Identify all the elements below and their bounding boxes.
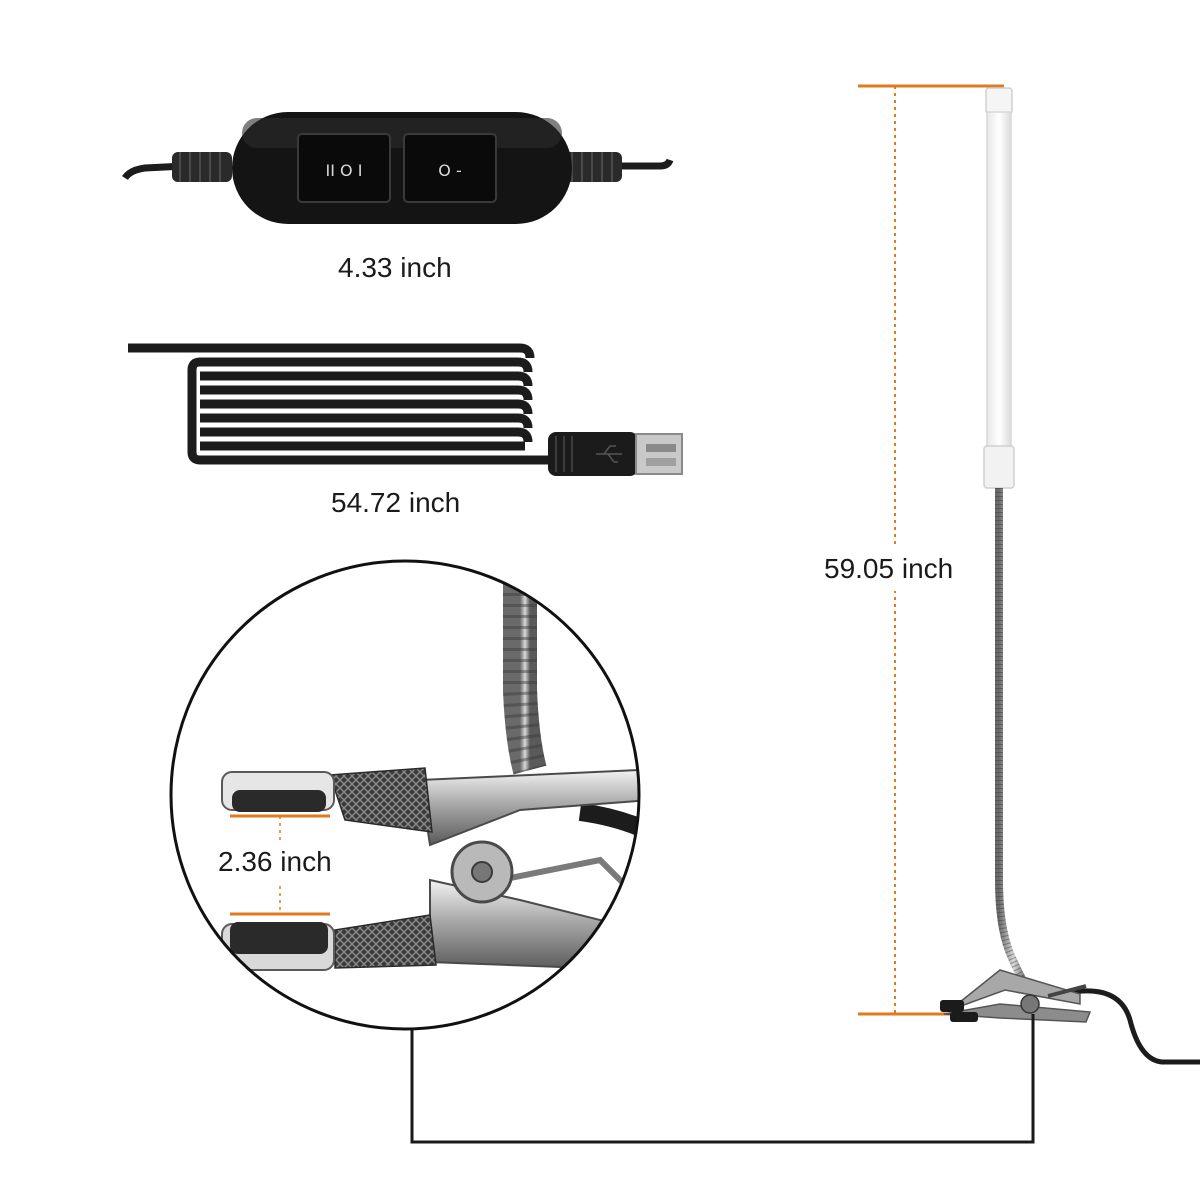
lamp-height-label: 59.05 inch bbox=[824, 553, 954, 584]
height-dimension-line bbox=[812, 84, 1004, 1016]
strain-relief-left bbox=[172, 152, 232, 182]
usb-plug-ribs bbox=[555, 436, 573, 472]
lamp-clip-upper-jaw bbox=[949, 969, 1081, 1011]
inset-circle-border bbox=[169, 559, 641, 1031]
rocker-right-symbols: O - bbox=[438, 161, 461, 180]
usb-cable bbox=[128, 343, 683, 476]
switch-length-label: 4.33 inch bbox=[338, 252, 452, 283]
lamp-clip-lower-jaw bbox=[943, 1003, 1092, 1023]
switch-cable-right bbox=[615, 158, 674, 170]
inset-power-cable bbox=[578, 803, 639, 858]
inset-connector-line bbox=[410, 1014, 1035, 1144]
lamp-power-cable bbox=[1071, 988, 1200, 1065]
clip-opening-label: 2.36 inch bbox=[218, 846, 332, 877]
lamp-tube-end-cap bbox=[985, 87, 1013, 115]
inset-clip-pivot-inner bbox=[471, 861, 493, 883]
rocker-left bbox=[297, 133, 391, 203]
cable-coil bbox=[128, 343, 548, 465]
strain-relief-right-ribs bbox=[571, 152, 613, 182]
lamp-clip-pivot bbox=[1020, 994, 1040, 1014]
rocker-right bbox=[403, 133, 497, 203]
lamp-clip-pad-bottom bbox=[950, 1012, 978, 1022]
inset-clip-pad-bottom-rubber bbox=[230, 922, 328, 954]
lamp bbox=[940, 87, 1200, 1065]
inset-gooseneck bbox=[503, 561, 547, 775]
usb-plug-body bbox=[548, 432, 638, 476]
inset-clip-upper-jaw bbox=[418, 768, 639, 847]
gooseneck bbox=[995, 488, 1032, 992]
cable-length-label: 54.72 inch bbox=[331, 487, 461, 518]
usb-connector-slot bbox=[646, 444, 676, 452]
inset-clip-pad-top-rubber bbox=[232, 790, 326, 812]
switch-cable-left bbox=[122, 162, 186, 181]
usb-icon bbox=[596, 445, 622, 463]
inline-switch: II O I O - bbox=[122, 112, 674, 224]
usb-connector-slot-2 bbox=[646, 458, 676, 466]
lamp-tube-base-cap bbox=[983, 445, 1015, 489]
strain-relief-left-ribs bbox=[179, 152, 221, 182]
lamp-tube bbox=[986, 111, 1012, 449]
rocker-left-symbols: II O I bbox=[326, 161, 363, 180]
usb-connector-metal bbox=[635, 433, 683, 475]
lamp-clip-pad-top bbox=[940, 1000, 964, 1012]
switch-body-highlight bbox=[242, 118, 562, 148]
lamp-clip-lever bbox=[1047, 984, 1087, 998]
inset-clip-grip-top bbox=[328, 767, 433, 833]
clip-detail-inset bbox=[169, 559, 641, 1031]
